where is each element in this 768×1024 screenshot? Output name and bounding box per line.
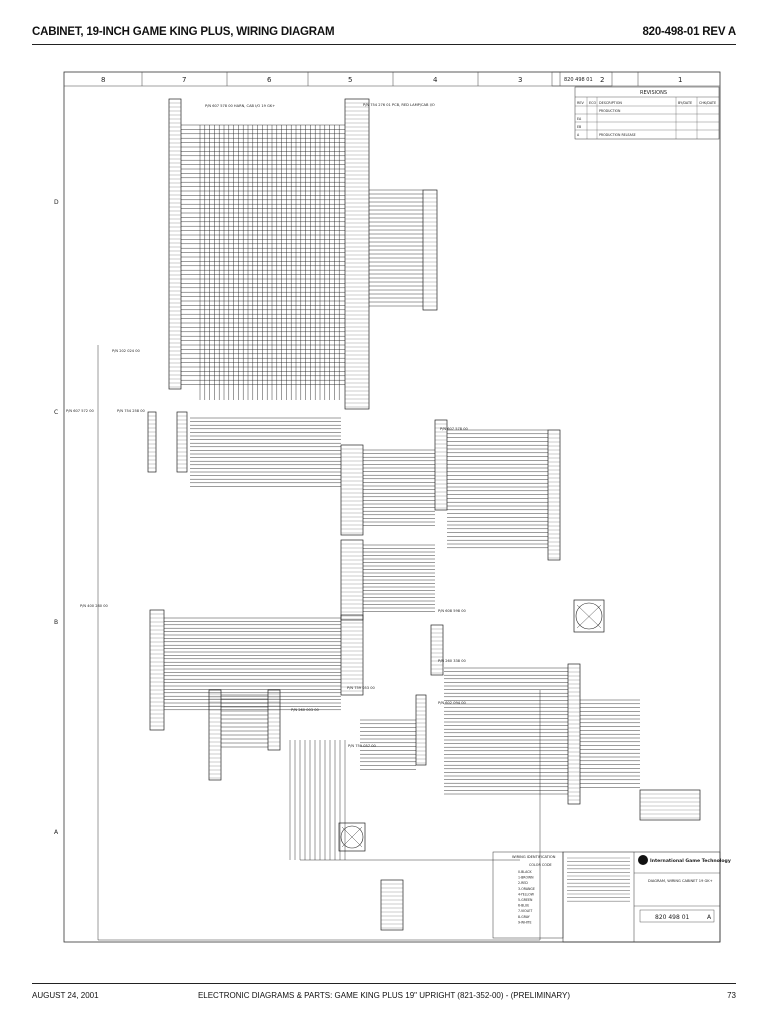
connector-blocks [147, 98, 701, 931]
color-code-title: COLOR CODE [529, 863, 552, 867]
harness-label: P/N 759 053 00 [347, 686, 375, 690]
top-dwg-number: 820 498 01 [564, 77, 593, 83]
wire-legend-title: WIRING IDENTIFICATION [512, 855, 556, 859]
connector-block [344, 98, 370, 410]
diagram-frame [63, 71, 721, 943]
harness-label: P/N 608 598 00 [438, 609, 466, 613]
connector-block [168, 98, 182, 390]
revision-cell: EA [577, 117, 582, 121]
connector-block [547, 429, 561, 561]
wire-bundles [97, 124, 640, 941]
connector-block [434, 419, 448, 511]
harness-label: P/N 607 578 00 HARN, CAB I/O 19 GK+ [205, 104, 275, 108]
page-footer: AUGUST 24, 2001 ELECTRONIC DIAGRAMS & PA… [32, 991, 736, 1005]
connector-block [567, 663, 581, 805]
color-code-item: 2-RED [518, 881, 528, 885]
revisions-title: REVISIONS [640, 90, 667, 96]
connector-block [639, 789, 701, 821]
zone-column-labels: 8 7 6 5 4 3 2 1 [101, 72, 682, 86]
title-block: International Game Technology DIAGRAM, W… [562, 851, 731, 943]
drawing-number: 820 498 01 [655, 914, 690, 921]
zone-col-7: 7 [182, 76, 186, 84]
color-code-item: 1-BROWN [518, 876, 534, 880]
revision-header: CHK/DATE [699, 101, 716, 105]
harness-label: P/N 602 094 00 [438, 701, 466, 705]
connector-block [176, 411, 188, 473]
revision-cell: PRODUCTION RELEASE [599, 133, 636, 137]
footer-title: ELECTRONIC DIAGRAMS & PARTS: GAME KING P… [197, 991, 571, 1000]
zone-col-3: 3 [518, 76, 522, 84]
page-header: CABINET, 19-INCH GAME KING PLUS, WIRING … [32, 26, 736, 44]
wire-identification-legend: WIRING IDENTIFICATION COLOR CODE 0-BLACK… [492, 851, 564, 939]
harness-label: P/N 260 338 00 [438, 659, 466, 663]
revision-header: BY/DATE [678, 101, 692, 105]
harness-label: P/N 754 258 00 [117, 409, 145, 413]
zone-row-B: B [54, 619, 58, 626]
zone-col-5: 5 [348, 76, 352, 84]
connector-block [415, 694, 427, 766]
connector-block [147, 411, 157, 473]
harness-label: P/N 759 057 00 [348, 744, 376, 748]
harness-label: P/N 754 276 01 PCB, RED LAMP/CAB I/O [363, 103, 435, 107]
harness-label: P/N 400 280 00 [80, 604, 108, 608]
harness-labels: P/N 607 578 00 HARN, CAB I/O 19 GK+ P/N 7… [66, 103, 468, 748]
igt-logo-icon [638, 855, 648, 865]
zone-col-4: 4 [433, 76, 438, 84]
page-title: CABINET, 19-INCH GAME KING PLUS, WIRING … [32, 26, 335, 38]
color-code-item: 9-WHITE [518, 920, 532, 924]
zone-row-D: D [54, 199, 59, 206]
zone-col-1: 1 [678, 76, 682, 84]
zone-col-6: 6 [267, 76, 272, 84]
color-code-item: 5-GREEN [518, 898, 533, 902]
connector-block [430, 624, 444, 676]
connector-block [340, 444, 364, 536]
revision-header: DESCRIPTION [599, 101, 622, 105]
fan-icon-upper [573, 599, 605, 633]
color-code-item: 0-BLACK [518, 870, 532, 874]
header-rule [32, 44, 736, 45]
color-code-item: 6-BLUE [518, 904, 529, 908]
zone-row-A: A [54, 829, 59, 836]
zone-col-8: 8 [101, 76, 105, 84]
revision-header: REV [577, 101, 584, 105]
color-code-item: 7-VIOLET [518, 909, 532, 913]
revision-cell: PRODUCTION [599, 109, 621, 113]
title-block-title: DIAGRAM, WIRING CABINET 19 GK+ [648, 879, 713, 883]
zone-row-C: C [54, 409, 58, 416]
zone-row-labels: D C B A [54, 199, 59, 836]
company-name: International Game Technology [650, 858, 731, 864]
drawing-rev: A [707, 914, 712, 921]
connector-block [267, 689, 281, 751]
page-number: 73 [727, 991, 736, 1000]
harness-label: P/N 202 024 00 [112, 349, 140, 353]
zone-col-2: 2 [600, 76, 604, 84]
color-code-item: 8-GRAY [518, 915, 530, 919]
harness-label: P/N 607 572 00 [66, 409, 94, 413]
color-code-item: 3-ORANGE [518, 887, 535, 891]
harness-label: P/N 607 578 00 [440, 427, 468, 431]
footer-date: AUGUST 24, 2001 [32, 991, 99, 1000]
color-code-item: 4-YELLOW [518, 892, 535, 896]
revision-cell: A [577, 133, 580, 137]
connector-block [380, 879, 404, 931]
revision-cell: EB [577, 125, 581, 129]
document-id: 820-498-01 REV A [642, 26, 736, 38]
harness-label: P/N 260 003 00 [291, 708, 319, 712]
footer-rule [32, 983, 736, 984]
connector-block [208, 689, 222, 781]
fan-icon-lower [338, 822, 366, 852]
revision-header: ECO [589, 101, 597, 105]
